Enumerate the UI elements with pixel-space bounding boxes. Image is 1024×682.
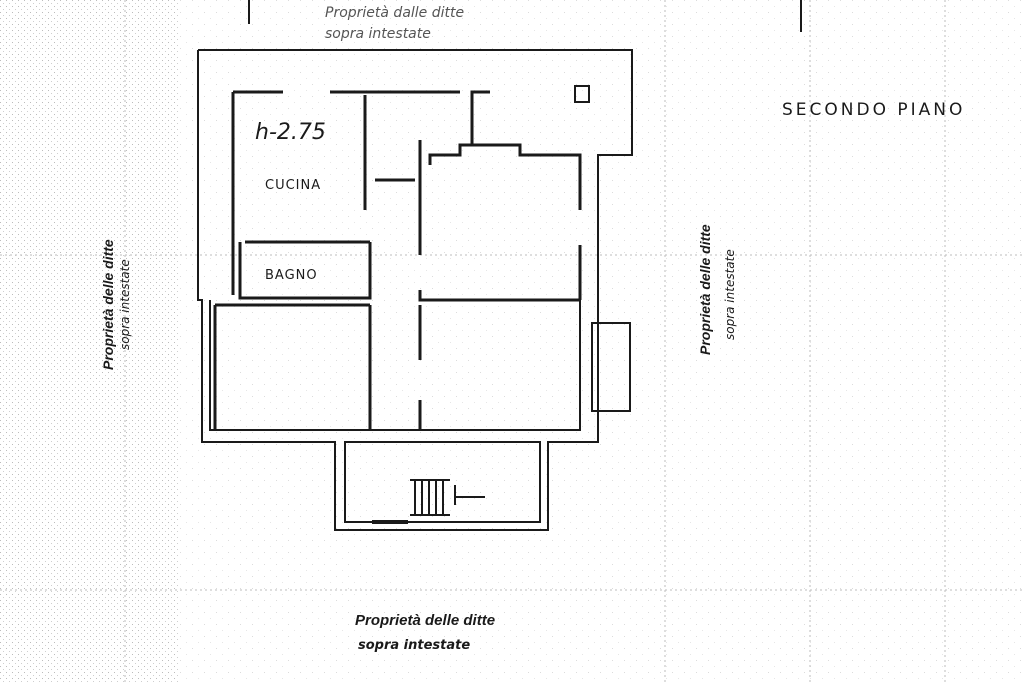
staircase: [344, 441, 541, 524]
neighbor-label-bottom-line1: Proprietà delle ditte: [355, 612, 496, 629]
floor-title: SECONDO PIANO: [782, 100, 966, 120]
neighbor-label-left-line1: Proprietà delle ditte: [100, 239, 116, 370]
neighbor-label-top-line2: sopra intestate: [325, 26, 431, 42]
neighbor-label-right-line1: Proprietà delle ditte: [697, 224, 713, 355]
top-boundary-marks: [248, 0, 802, 32]
outer-wall: [197, 49, 633, 531]
interior-walls: [213, 90, 582, 430]
balcony: [591, 322, 631, 412]
room-label-bathroom: BAGNO: [265, 268, 318, 283]
chimney-square: [574, 85, 590, 103]
room-label-kitchen: CUCINA: [265, 178, 322, 193]
neighbor-label-right-line2: sopra intestate: [723, 249, 737, 340]
neighbor-label-left-line2: sopra intestate: [118, 259, 132, 350]
neighbor-label-bottom-line2: sopra intestate: [358, 638, 471, 653]
neighbor-label-top-line1: Proprietà dalle ditte: [325, 5, 465, 21]
ceiling-height-label: h-2.75: [255, 120, 326, 145]
